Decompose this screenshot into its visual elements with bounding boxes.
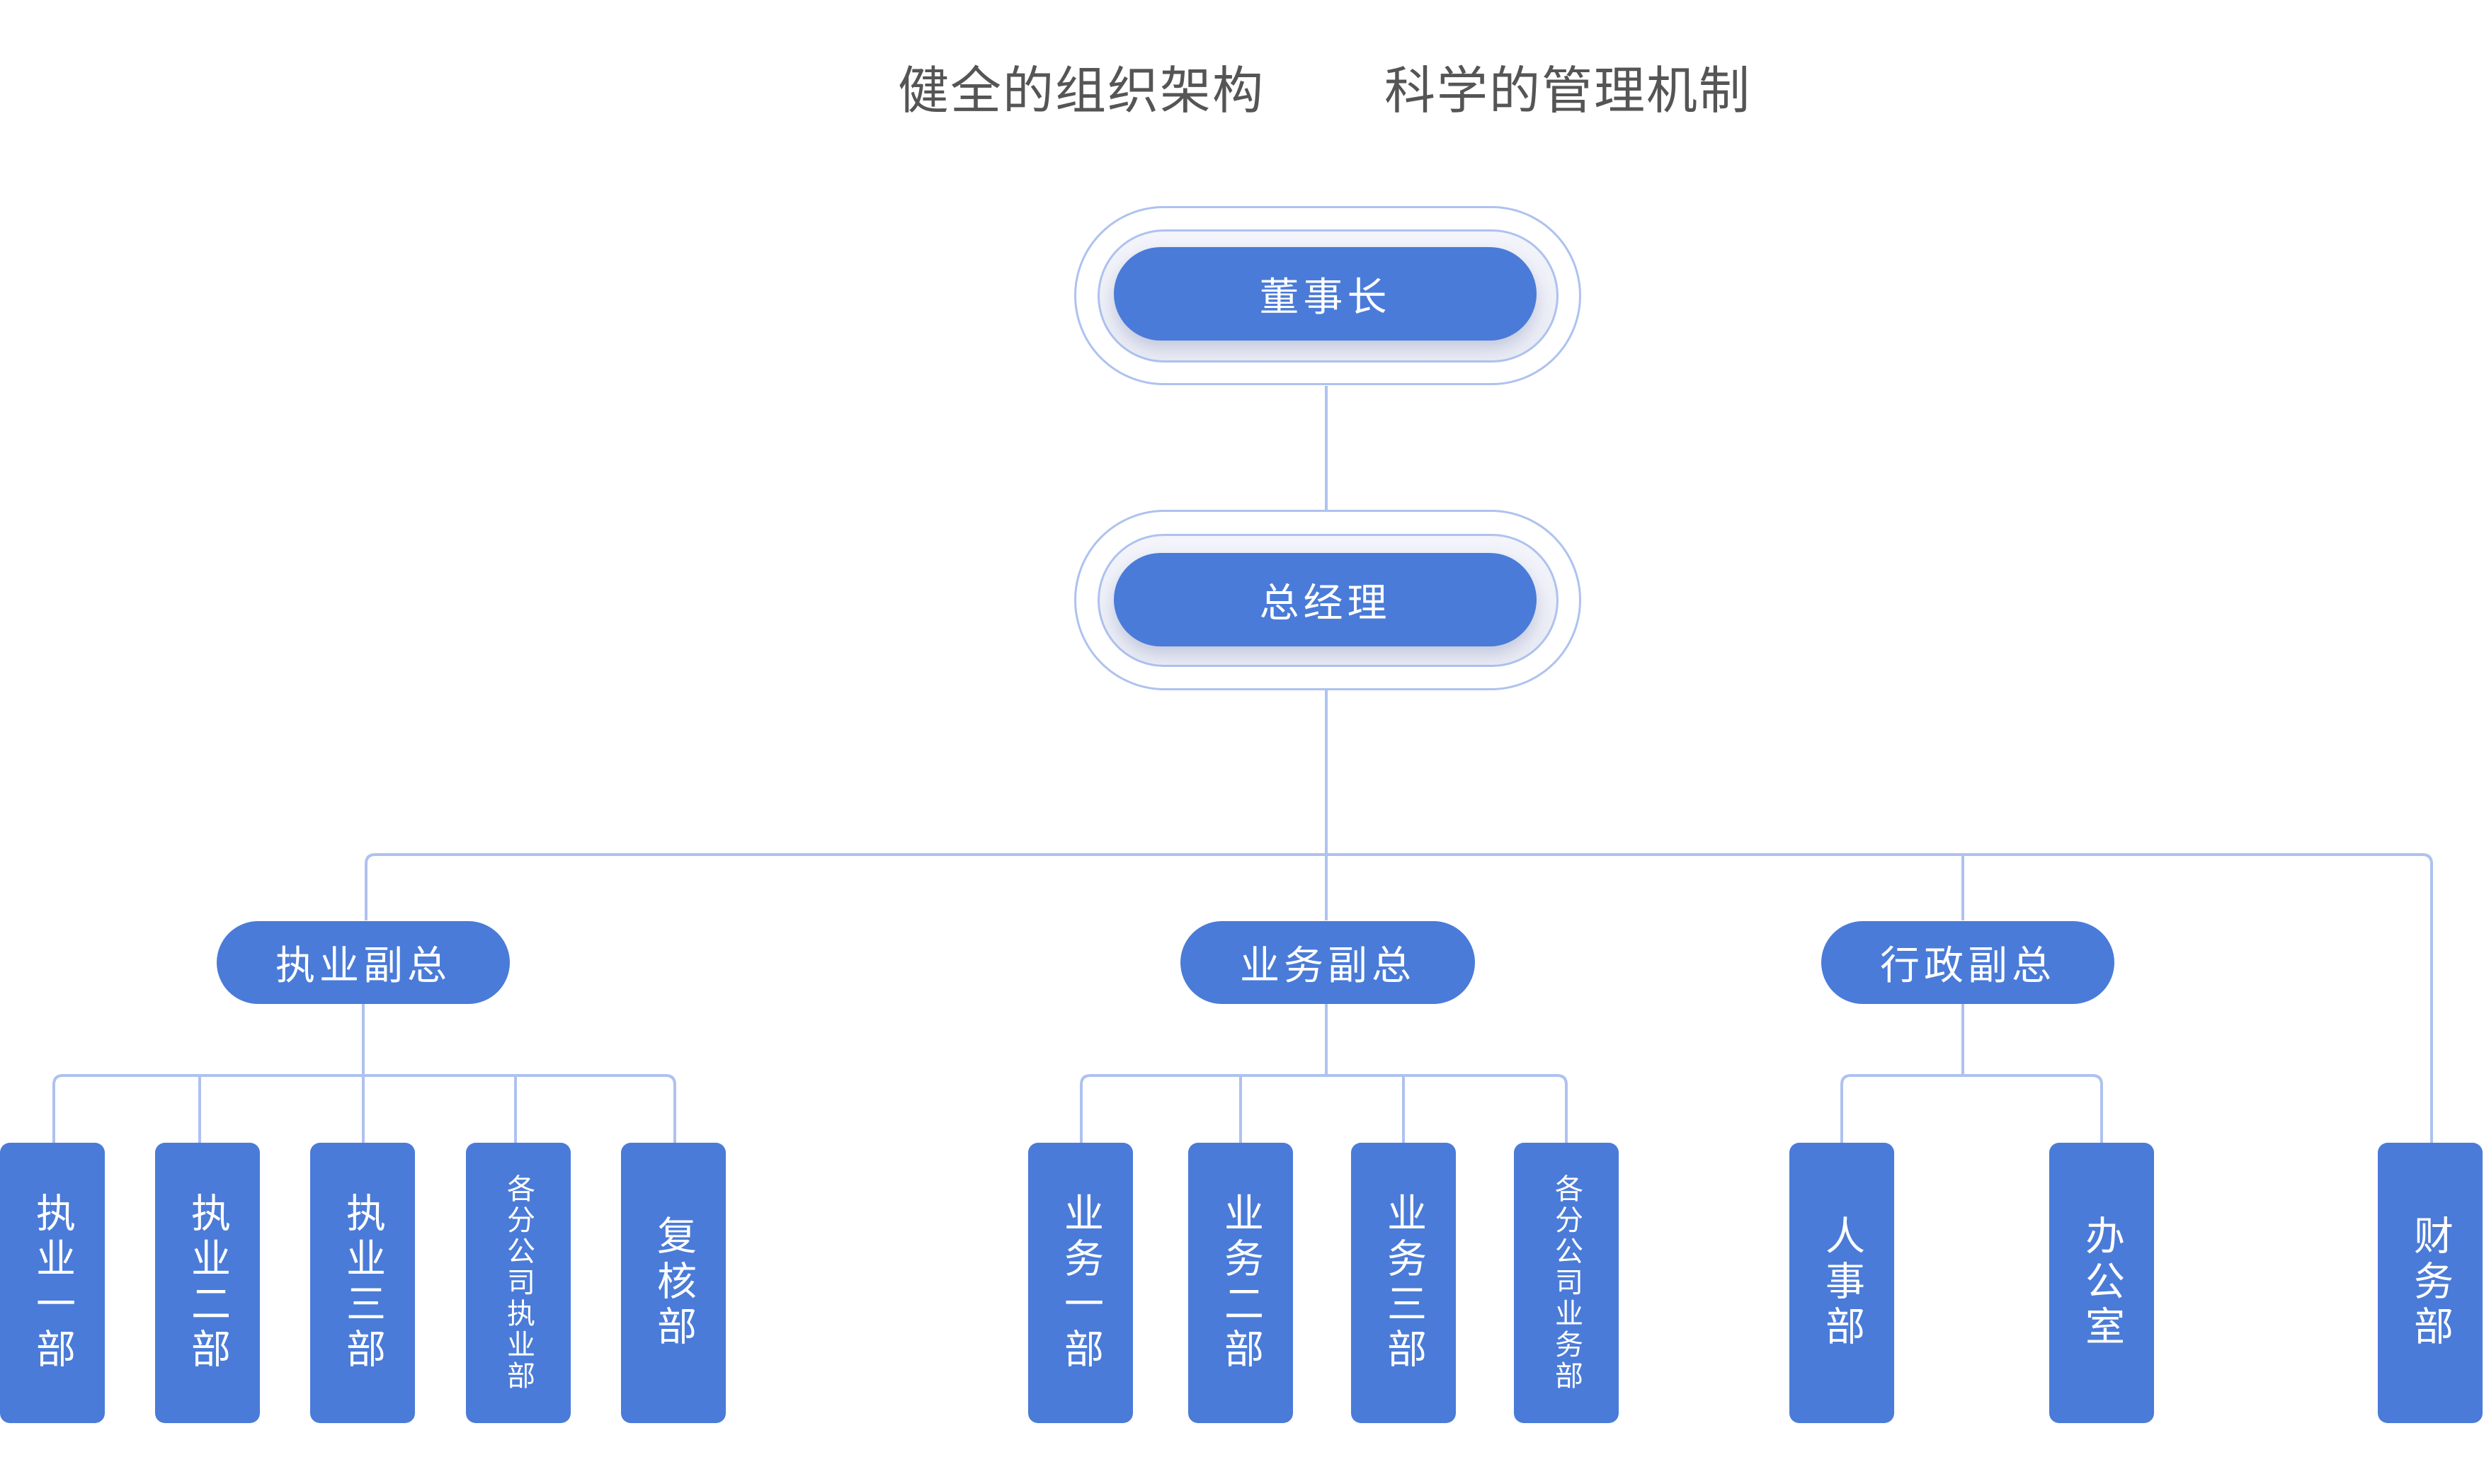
connector-admin-bus [1840,1074,2103,1143]
dept-label: 复核部 [650,1215,697,1351]
dept-label: 执业一部 [29,1192,76,1374]
chairman-node[interactable]: 董事长 [1114,247,1537,341]
dept-branch-business[interactable]: 各分公司业务部 [1514,1143,1619,1423]
dept-exec-3[interactable]: 执业三部 [310,1143,415,1423]
dept-label: 财务部 [2407,1215,2454,1351]
exec-vp-label: 执业副总 [275,943,451,989]
general-manager-label: 总经理 [1259,580,1391,627]
connector-top-bus [365,853,2433,1143]
connector-exec-bus [52,1074,676,1143]
exec-vp-node[interactable]: 执业副总 [217,921,510,1004]
dept-office[interactable]: 办公室 [2049,1143,2154,1423]
dept-business-2[interactable]: 业务二部 [1188,1143,1293,1423]
admin-vp-label: 行政副总 [1880,943,2056,989]
chairman-inner-ring [1098,229,1559,363]
dept-label: 业务三部 [1380,1192,1427,1374]
dept-label: 执业三部 [339,1192,386,1374]
gm-outer-ring [1074,510,1581,690]
dept-label: 各分公司执业部 [502,1174,535,1392]
gm-inner-ring [1098,534,1559,667]
dept-business-1[interactable]: 业务一部 [1028,1143,1133,1423]
dept-hr[interactable]: 人事部 [1789,1143,1894,1423]
dept-label: 人事部 [1818,1215,1865,1351]
general-manager-node[interactable]: 总经理 [1114,553,1537,646]
chairman-outer-ring [1074,206,1581,385]
dept-finance[interactable]: 财务部 [2378,1143,2483,1423]
admin-vp-node[interactable]: 行政副总 [1821,921,2114,1004]
connector-bus-bus [1080,1074,1568,1143]
dept-business-3[interactable]: 业务三部 [1351,1143,1456,1423]
dept-exec-2[interactable]: 执业二部 [155,1143,260,1423]
dept-exec-1[interactable]: 执业一部 [0,1143,105,1423]
dept-label: 各分公司业务部 [1550,1174,1583,1392]
title-management: 科学的管理机制 [1384,61,1752,120]
dept-label: 业务一部 [1057,1192,1104,1374]
chairman-label: 董事长 [1259,274,1391,321]
dept-branch-exec[interactable]: 各分公司执业部 [466,1143,571,1423]
business-vp-node[interactable]: 业务副总 [1180,921,1475,1004]
title-organization: 健全的组织架构 [898,61,1265,120]
dept-label: 执业二部 [184,1192,231,1374]
dept-label: 办公室 [2078,1215,2125,1351]
dept-review[interactable]: 复核部 [621,1143,726,1423]
dept-label: 业务二部 [1217,1192,1264,1374]
business-vp-label: 业务副总 [1240,943,1415,989]
